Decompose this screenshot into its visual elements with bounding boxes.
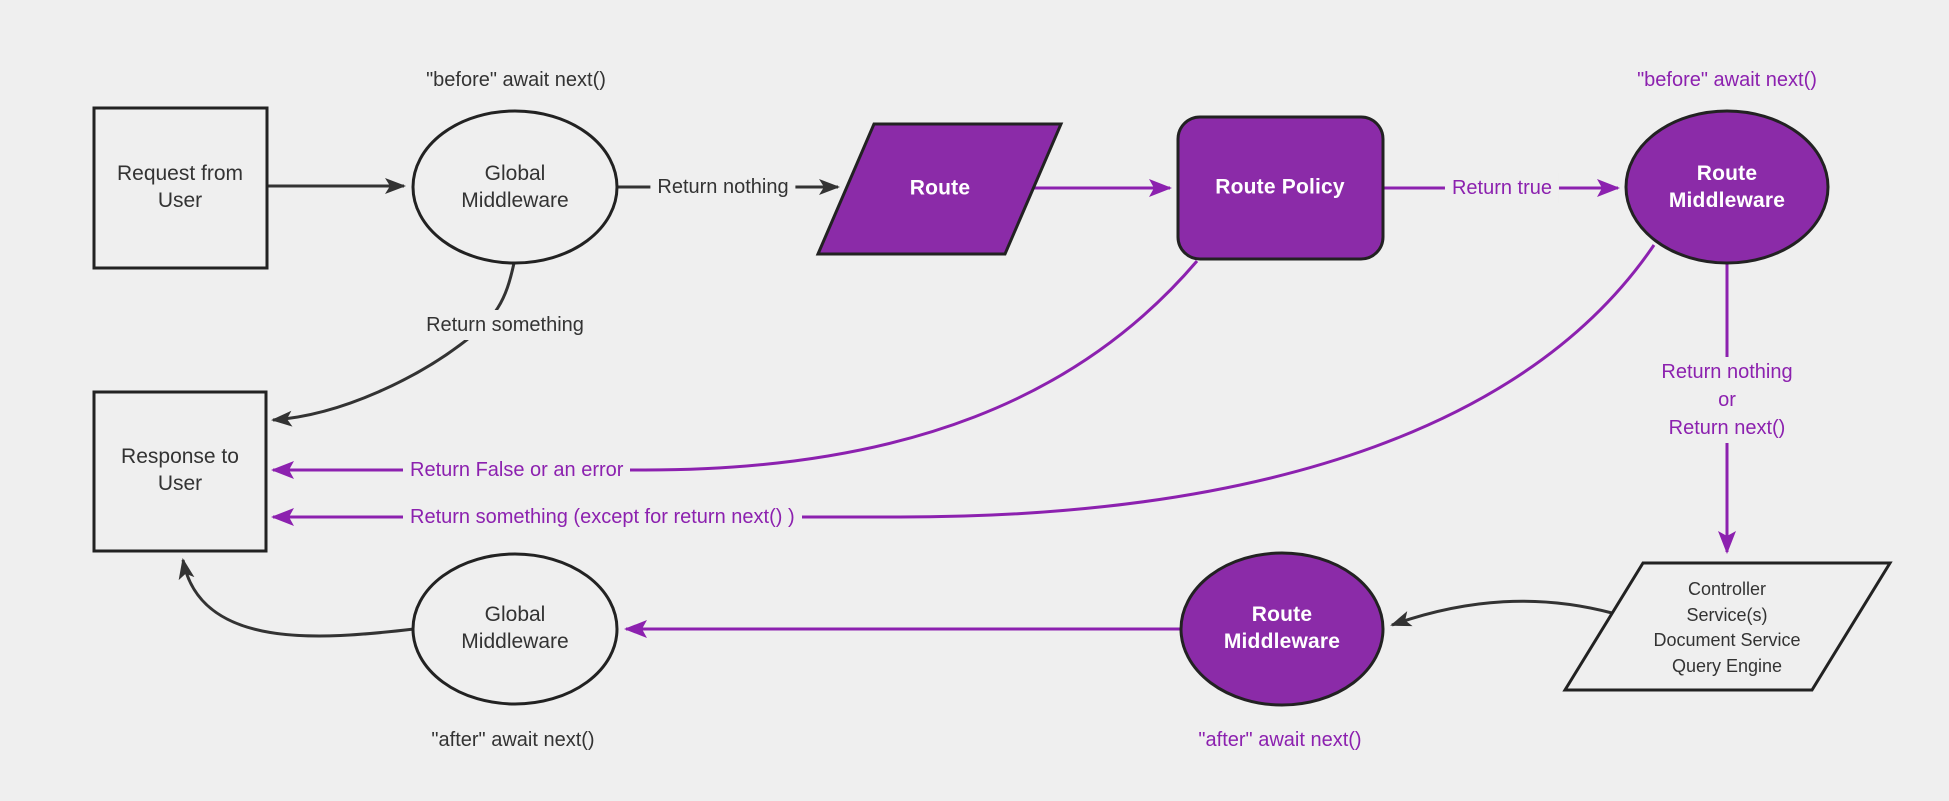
- node-label-global-middleware-after: Global Middleware: [461, 603, 569, 653]
- label-return-true: Return true: [1444, 173, 1560, 203]
- node-label-route: Route: [909, 176, 971, 200]
- label-return-nothing-or-next: Return nothing or Return next(): [1654, 357, 1800, 443]
- node-label-request-from-user: Request from User: [116, 162, 244, 212]
- label-return-nothing: Return nothing: [650, 172, 796, 202]
- label-return-something: Return something: [419, 310, 591, 340]
- node-global-middleware-after: [411, 552, 619, 706]
- node-label-global-middleware-before: Global Middleware: [461, 162, 569, 212]
- label-after-await-next-black: "after" await next(): [431, 729, 595, 751]
- node-label-controller-services: Controller Service(s) Document Service Q…: [1653, 578, 1801, 676]
- label-before-await-next-purple: "before" await next(): [1637, 69, 1817, 91]
- edge-global-middleware-after-to-response: [178, 558, 415, 638]
- label-before-await-next-black: "before" await next(): [426, 69, 606, 91]
- node-controller-services: [1562, 561, 1893, 692]
- node-request-from-user: [92, 106, 269, 270]
- node-label-route-middleware-before: Route Middleware: [1668, 162, 1786, 212]
- edge-global-middleware-return-something-to-response: [271, 262, 516, 427]
- node-label-route-policy: Route Policy: [1215, 175, 1345, 199]
- node-label-route-middleware-after: Route Middleware: [1223, 603, 1341, 653]
- node-response-to-user: [92, 390, 268, 553]
- edge-controller-to-route-middleware-after: [1390, 599, 1613, 627]
- node-global-middleware-before: [411, 109, 619, 265]
- node-route-policy: [1176, 115, 1385, 261]
- label-after-await-next-purple: "after" await next(): [1198, 729, 1362, 751]
- node-label-response-to-user: Response to User: [121, 445, 239, 495]
- node-route-middleware-before: [1624, 109, 1830, 265]
- label-return-false-or-error: Return False or an error: [403, 455, 631, 485]
- edge-route-middleware-return-something-to-response: [271, 244, 1656, 526]
- node-route: [815, 122, 1064, 256]
- edge-route-policy-return-false-to-response: [271, 260, 1199, 479]
- node-route-middleware-after: [1179, 551, 1385, 707]
- label-return-something-except: Return something (except for return next…: [403, 502, 802, 532]
